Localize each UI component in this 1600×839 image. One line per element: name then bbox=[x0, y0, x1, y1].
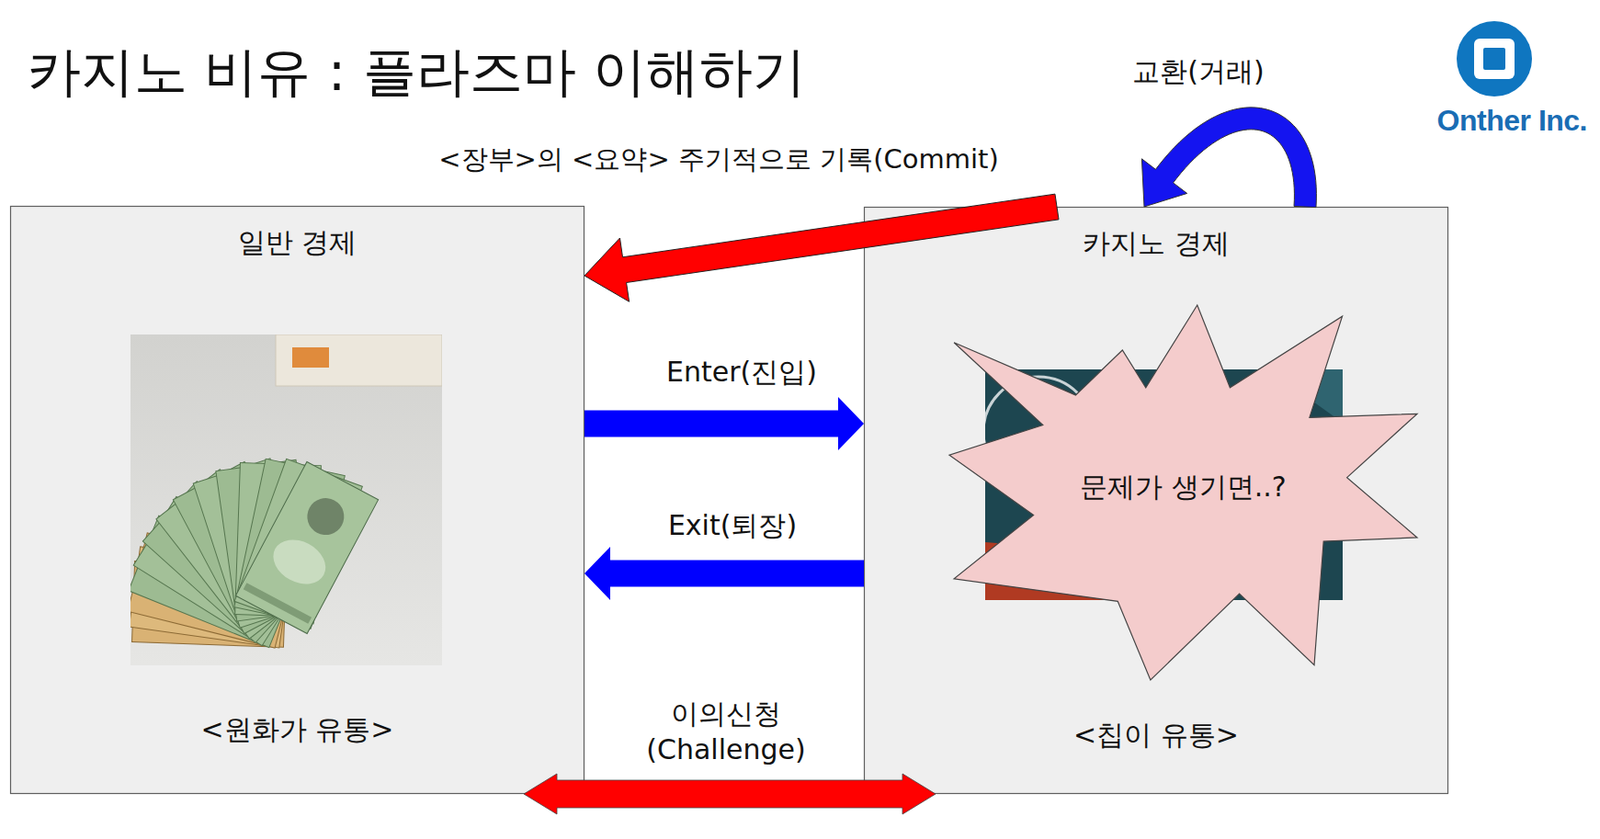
panel-background bbox=[11, 206, 585, 795]
callout-text: 문제가 생기면..? bbox=[1079, 470, 1287, 504]
edge-label: Exit(퇴장) bbox=[668, 509, 797, 543]
banknote-front bbox=[235, 461, 378, 634]
edge-label-anchor: 교환(거래) bbox=[1132, 55, 1264, 89]
exchange-loop-arrow bbox=[1141, 107, 1317, 208]
company-logo bbox=[1456, 21, 1532, 97]
edge-label: Enter(진입) bbox=[666, 355, 818, 389]
exit-arrow bbox=[584, 546, 864, 601]
logo-text: Onther Inc. bbox=[1437, 102, 1588, 138]
logo-circle bbox=[1456, 21, 1532, 97]
edge-label-anchor: Exit(퇴장) bbox=[668, 509, 797, 543]
banknote-photo bbox=[130, 334, 443, 666]
edge-label-anchor: Enter(진입) bbox=[666, 355, 818, 389]
panel-background bbox=[864, 207, 1449, 795]
note-strip bbox=[243, 582, 312, 625]
panel-caption: <칩이 유통> bbox=[1073, 718, 1239, 752]
note-watermark bbox=[265, 531, 334, 593]
logo-square bbox=[1474, 38, 1515, 80]
envelope-stamp bbox=[292, 347, 330, 368]
logo-text-anchor: Onther Inc. bbox=[1437, 102, 1588, 138]
logo-inner-square bbox=[1483, 47, 1506, 70]
note-portrait bbox=[300, 491, 351, 542]
title-anchor: 카지노 비유 : 플라즈마 이해하기 bbox=[27, 40, 806, 105]
edge-label: 이의신청 (Challenge) bbox=[634, 695, 818, 768]
enter-arrow bbox=[584, 397, 864, 451]
panel-caption: <원화가 유통> bbox=[201, 713, 395, 747]
edge-label: 교환(거래) bbox=[1132, 55, 1264, 89]
challenge-arrow bbox=[523, 773, 936, 815]
slide-title: 카지노 비유 : 플라즈마 이해하기 bbox=[27, 40, 806, 105]
panel-heading: 일반 경제 bbox=[238, 226, 358, 260]
starburst-callout: 문제가 생기면..? bbox=[948, 304, 1419, 681]
edge-label-anchor: 이의신청 (Challenge) bbox=[634, 695, 818, 768]
panel-backgrounds bbox=[11, 206, 1449, 795]
economy-panel: 카지노 경제 <칩이 유통> 문제가 생기면..? bbox=[863, 206, 1449, 795]
starburst-outline bbox=[949, 305, 1418, 681]
panel-heading: 카지노 경제 bbox=[1082, 226, 1230, 261]
envelope bbox=[275, 334, 443, 386]
economy-panel: 일반 경제 <원화가 유통> bbox=[10, 205, 585, 795]
edge-label-anchor: <장부>의 <요약> 주기적으로 기록(Commit) bbox=[438, 143, 999, 176]
commit-arrow bbox=[584, 193, 1059, 302]
edge-label: <장부>의 <요약> 주기적으로 기록(Commit) bbox=[438, 143, 999, 176]
